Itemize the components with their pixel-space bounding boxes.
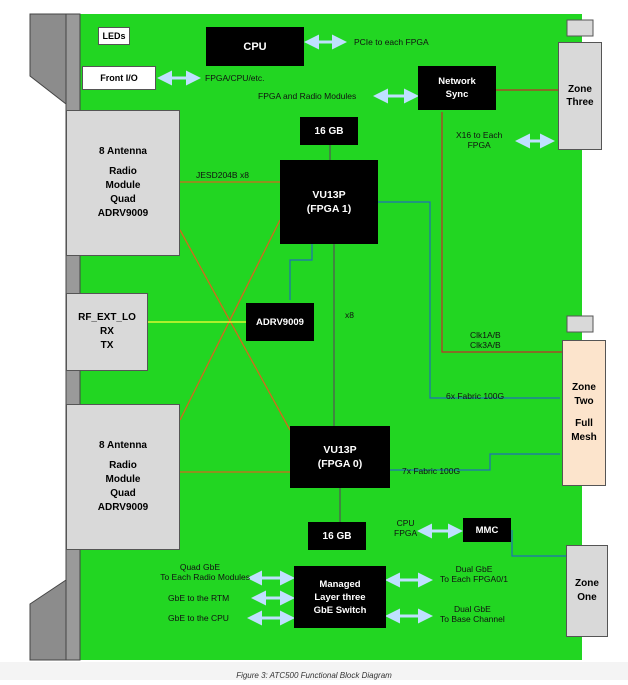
figure-caption: Figure 3: ATC500 Functional Block Diagra… — [236, 671, 392, 680]
gbe-rtm-label: GbE to the RTM — [168, 593, 230, 603]
jesd-label: JESD204B x8 — [196, 170, 249, 180]
fpga0-box: VU13P(FPGA 0) — [290, 426, 390, 488]
pcie-label: PCIe to each FPGA — [354, 37, 429, 47]
memory-top-box: 16 GB — [300, 117, 358, 145]
mmc-box: MMC — [463, 518, 511, 542]
fpga-radio-label: FPGA and Radio Modules — [258, 91, 357, 101]
adrv-box: ADRV9009 — [246, 303, 314, 341]
front-io-box: Front I/O — [82, 66, 156, 90]
leds-box: LEDs — [98, 27, 130, 45]
fabric7-label: 7x Fabric 100G — [402, 466, 461, 476]
x8-label: x8 — [345, 310, 354, 320]
fpga-cpu-label: FPGA/CPU/etc. — [205, 73, 265, 83]
memory-bottom-box: 16 GB — [308, 522, 366, 550]
fabric6-label: 6x Fabric 100G — [446, 391, 505, 401]
radio-links — [179, 181, 291, 473]
sync-links — [441, 89, 562, 353]
fpga1-box: VU13P(FPGA 1) — [280, 160, 378, 244]
gbe-cpu-label: GbE to the CPU — [168, 613, 229, 623]
cpu-box: CPU — [206, 27, 304, 66]
fabric-links — [289, 201, 566, 557]
zone-two-tab — [566, 315, 594, 333]
signal-arrows — [157, 34, 555, 626]
footer-band — [0, 662, 628, 680]
fpga-links — [329, 145, 341, 522]
front-panel-bottom-bracket — [29, 579, 67, 661]
zone-three-tab — [566, 19, 594, 37]
